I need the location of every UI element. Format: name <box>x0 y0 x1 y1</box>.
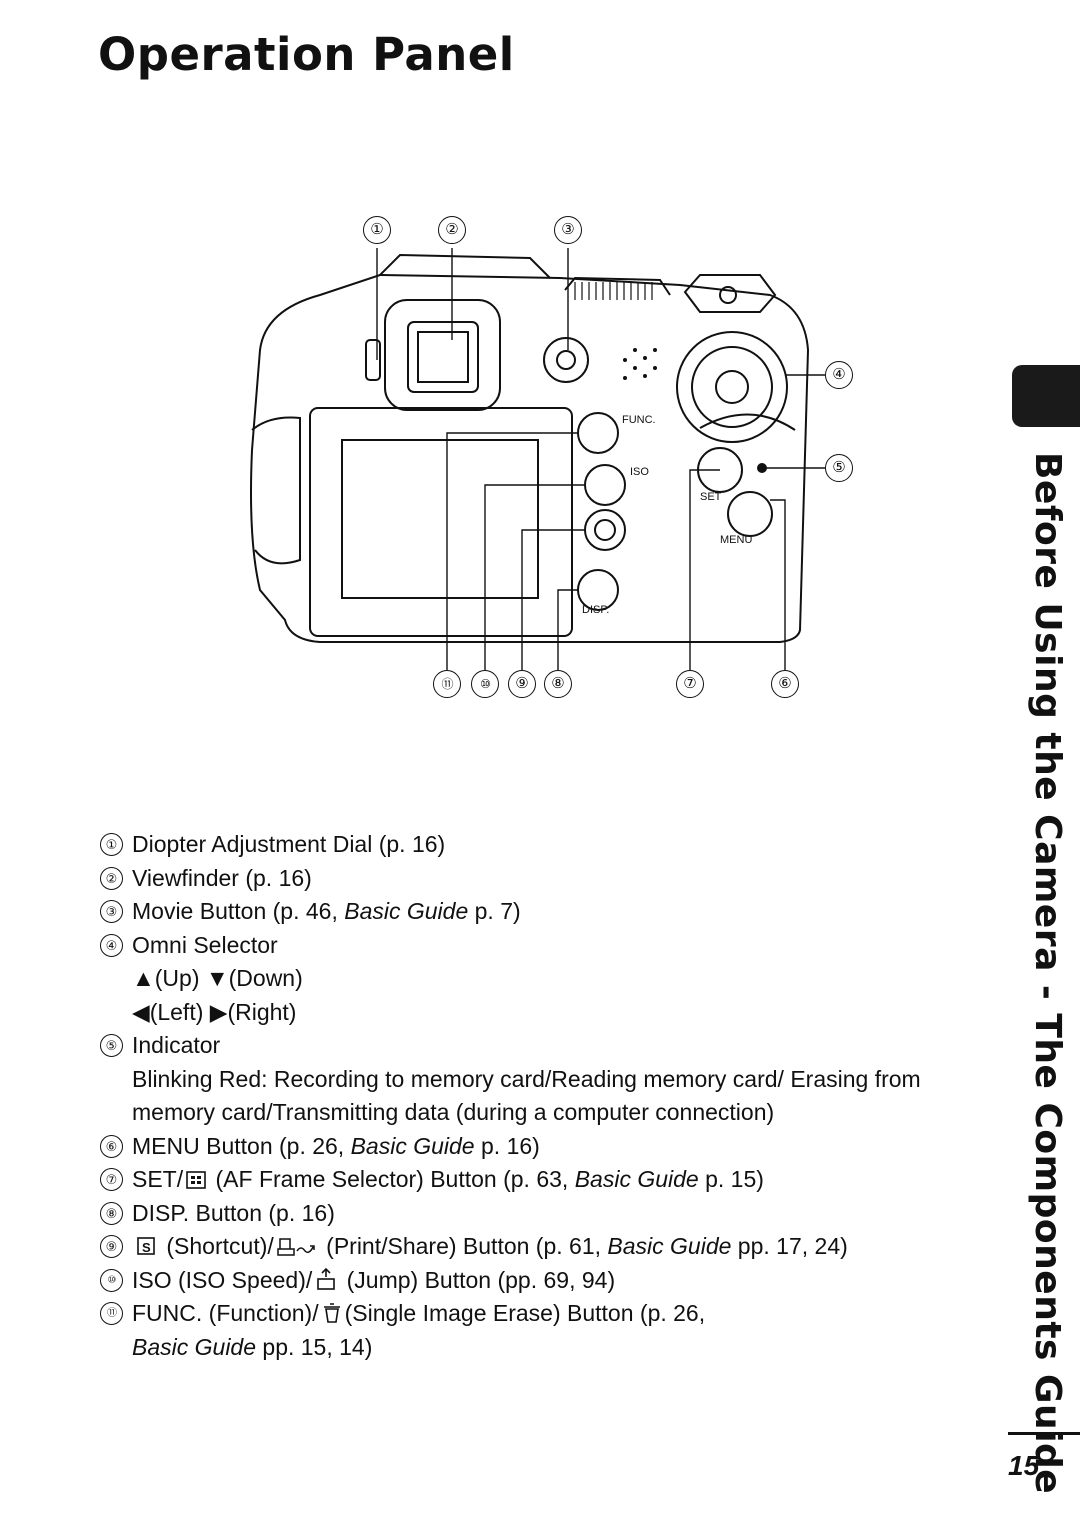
list-item: ⑨ S (Shortcut)/ (Print/Share) Button (p.… <box>100 1230 980 1264</box>
item-text: (Shortcut)/ <box>160 1233 274 1259</box>
item-text: Diopter Adjustment Dial (p. 16) <box>132 831 446 857</box>
item-number: ⑧ <box>100 1201 123 1225</box>
item-number: ⑩ <box>100 1268 123 1292</box>
list-item: ⑦ SET/ (AF Frame Selector) Button (p. 63… <box>100 1163 980 1197</box>
shortcut-icon: S <box>137 1237 155 1255</box>
item-text: (Single Image Erase) Button (p. 26, <box>344 1300 706 1326</box>
item-text: (Jump) Button (pp. 69, 94) <box>340 1266 616 1293</box>
list-item: ④ Omni Selector <box>100 929 980 963</box>
item-text: pp. 17, 24) <box>731 1233 848 1259</box>
callout-6: ⑥ <box>771 670 799 698</box>
callout-3: ③ <box>554 216 582 244</box>
svg-text:S: S <box>142 1240 151 1255</box>
item-text: p. 7) <box>468 898 521 924</box>
item-text: DISP. Button (p. 16) <box>132 1199 335 1226</box>
item-number: ⑥ <box>100 1134 123 1158</box>
item-text: Indicator <box>132 1032 221 1058</box>
section-sidebar: Before Using the Camera - The Components… <box>1018 452 1068 1494</box>
footer-rule <box>1008 1432 1080 1435</box>
list-item: ⑤ Indicator <box>100 1029 980 1063</box>
omni-directions-2: ◀(Left) ▶(Right) <box>132 998 297 1025</box>
item-number: ⑤ <box>100 1034 123 1057</box>
item-number: ⑦ <box>100 1168 123 1191</box>
list-item: ② Viewfinder (p. 16) <box>100 862 980 896</box>
item-ref: Basic Guide <box>344 898 469 924</box>
list-item: ⑥ MENU Button (p. 26, Basic Guide p. 16) <box>100 1130 980 1164</box>
item-ref: Basic Guide <box>607 1233 732 1259</box>
item-text: Movie Button (p. 46, <box>132 898 345 924</box>
func-label: FUNC. <box>622 414 656 426</box>
indicator-description: Blinking Red: Recording to memory card/R… <box>132 1065 921 1126</box>
omni-directions-1: ▲(Up) ▼(Down) <box>132 965 303 991</box>
callout-9: ⑨ <box>508 670 536 698</box>
item-text: (Print/Share) Button (p. 61, <box>319 1233 608 1259</box>
item-number: ⑨ <box>100 1235 123 1258</box>
print-share-icon <box>277 1238 315 1256</box>
item-text: MENU Button (p. 26, <box>132 1132 351 1159</box>
callout-1: ① <box>363 216 391 244</box>
callout-2: ② <box>438 216 466 244</box>
list-item: ⑪ FUNC. (Function)/ (Single Image Erase) … <box>100 1297 980 1331</box>
item-number: ⑪ <box>100 1302 123 1325</box>
callout-5: ⑤ <box>825 454 853 482</box>
callout-8: ⑧ <box>544 670 572 698</box>
camera-diagram-svg: FUNC. ISO DISP. SET MENU <box>250 248 825 670</box>
list-item: ③ Movie Button (p. 46, Basic Guide p. 7) <box>100 895 980 929</box>
item-text: Viewfinder (p. 16) <box>132 864 312 891</box>
item-number: ③ <box>100 900 123 923</box>
sidebar-title: Before Using the Camera - The Components… <box>1027 452 1068 1495</box>
item-text: FUNC. (Function)/ <box>132 1300 319 1326</box>
iso-label: ISO <box>630 466 649 478</box>
item-text: SET/ <box>132 1166 184 1192</box>
jump-icon <box>317 1267 336 1290</box>
camera-back-illustration: FUNC. ISO DISP. SET MENU ① ② ③ ④ ⑤ ⑥ ⑦ ⑧… <box>230 200 870 710</box>
page-number: 15 <box>1008 1450 1040 1481</box>
component-list: ① Diopter Adjustment Dial (p. 16) ② View… <box>100 828 980 1364</box>
set-label: SET <box>700 491 722 503</box>
item-ref: Basic Guide <box>350 1132 475 1159</box>
item-number: ② <box>100 866 123 890</box>
callout-7: ⑦ <box>676 670 704 698</box>
item-ref: Basic Guide <box>574 1166 699 1192</box>
trash-icon <box>323 1303 340 1323</box>
item-text: pp. 15, 14) <box>256 1333 373 1360</box>
item-text: p. 15) <box>698 1166 764 1192</box>
item-ref: Basic Guide <box>132 1333 257 1360</box>
item-text: p. 16) <box>474 1132 540 1159</box>
item-text: ISO (ISO Speed)/ <box>132 1266 313 1293</box>
section-tab <box>1012 365 1080 427</box>
item-number: ① <box>100 833 123 856</box>
list-item: ① Diopter Adjustment Dial (p. 16) <box>100 828 980 862</box>
page-title: Operation Panel <box>98 28 515 81</box>
list-item: ⑧ DISP. Button (p. 16) <box>100 1197 980 1231</box>
disp-label: DISP. <box>582 604 609 616</box>
item-number: ④ <box>100 933 123 957</box>
item-text: Omni Selector <box>132 931 278 958</box>
callout-4: ④ <box>825 361 853 389</box>
callout-11: ⑪ <box>433 670 461 698</box>
callout-10: ⑩ <box>471 670 499 698</box>
list-item-continuation: Basic Guide pp. 15, 14) <box>100 1331 980 1365</box>
item-text: (AF Frame Selector) Button (p. 63, <box>209 1166 575 1192</box>
af-frame-icon <box>186 1171 206 1189</box>
list-item: ⑩ ISO (ISO Speed)/ (Jump) Button (pp. 69… <box>100 1264 980 1298</box>
menu-label: MENU <box>720 534 752 546</box>
